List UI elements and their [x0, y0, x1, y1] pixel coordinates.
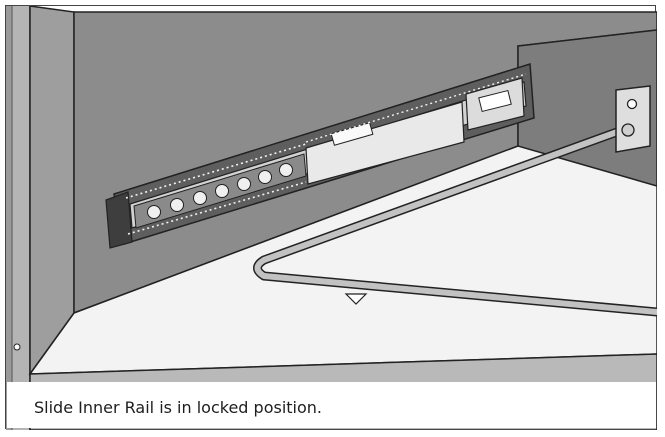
slide-rail-icon	[105, 63, 535, 249]
wire-shelf-icon	[253, 123, 657, 317]
figure-frame	[5, 5, 657, 430]
cabinet-floor	[28, 145, 657, 375]
figure-caption: Slide Inner Rail is in locked position.	[34, 398, 322, 417]
caption-band	[7, 382, 656, 428]
cabinet-left-wall	[29, 6, 75, 377]
mounting-bracket-icon	[615, 85, 651, 153]
drawer-slide-illustration	[6, 6, 657, 430]
